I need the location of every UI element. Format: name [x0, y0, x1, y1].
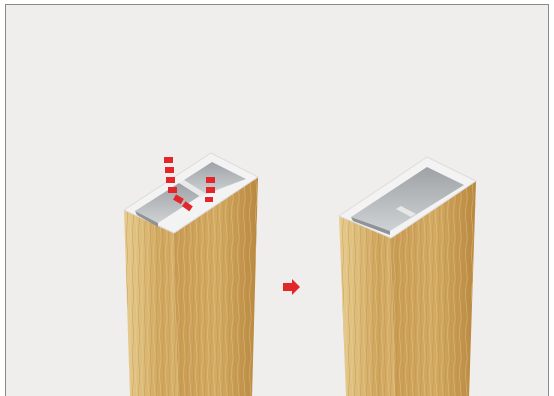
illustration-canvas — [6, 5, 549, 396]
wood-post-after-icon — [339, 157, 476, 396]
illustration-frame — [5, 4, 549, 396]
wood-post-before-icon — [124, 153, 258, 396]
arrow-right-icon — [283, 279, 300, 295]
